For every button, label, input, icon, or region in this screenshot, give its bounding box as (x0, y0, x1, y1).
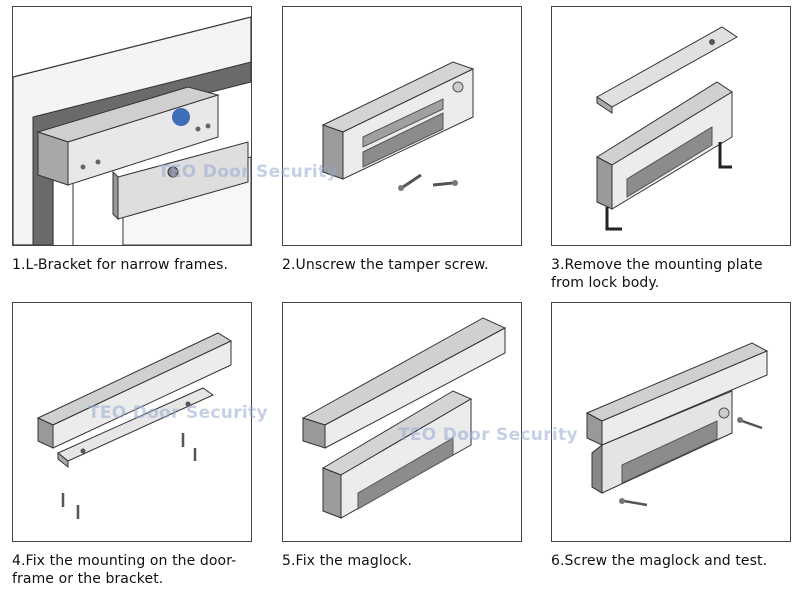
step-3-illustration (551, 6, 791, 246)
fix-mounting-plate-drawing (36, 332, 233, 519)
step-2-caption: 2.Unscrew the tamper screw. (282, 256, 489, 274)
watermark-text: TEO Door Security (158, 162, 338, 182)
step-3-caption: 3.Remove the mounting plate from lock bo… (551, 256, 763, 292)
step-5-illustration (282, 302, 522, 542)
caption-line: from lock body. (551, 275, 660, 291)
caption-line: 6.Screw the maglock and test. (551, 553, 768, 569)
watermark-text: TEO Door Security (88, 403, 268, 423)
caption-line: 2.Unscrew the tamper screw. (282, 257, 489, 273)
caption-line: frame or the bracket. (12, 571, 164, 587)
watermark-text: TEO Door Security (398, 425, 578, 445)
step-6-caption: 6.Screw the maglock and test. (551, 552, 767, 570)
step-1-illustration (12, 6, 252, 246)
l-bracket-narrow-frame-drawing (13, 16, 251, 245)
fix-maglock-drawing (301, 317, 507, 519)
step-4-illustration (12, 302, 252, 542)
remove-mounting-plate-drawing (596, 26, 738, 231)
step-2-illustration (282, 6, 522, 246)
step-4-caption: 4.Fix the mounting on the door- frame or… (12, 552, 236, 588)
step-1-caption: 1.L-Bracket for narrow frames. (12, 256, 228, 274)
step-6-illustration (551, 302, 791, 542)
caption-line: 3.Remove the mounting plate (551, 257, 763, 273)
screw-maglock-test-drawing (585, 342, 769, 507)
unscrew-tamper-screw-drawing (321, 61, 475, 191)
caption-line: 5.Fix the maglock. (282, 553, 413, 569)
caption-line: 1.L-Bracket for narrow frames. (12, 257, 229, 273)
step-5-caption: 5.Fix the maglock. (282, 552, 412, 570)
caption-line: 4.Fix the mounting on the door- (12, 553, 237, 569)
